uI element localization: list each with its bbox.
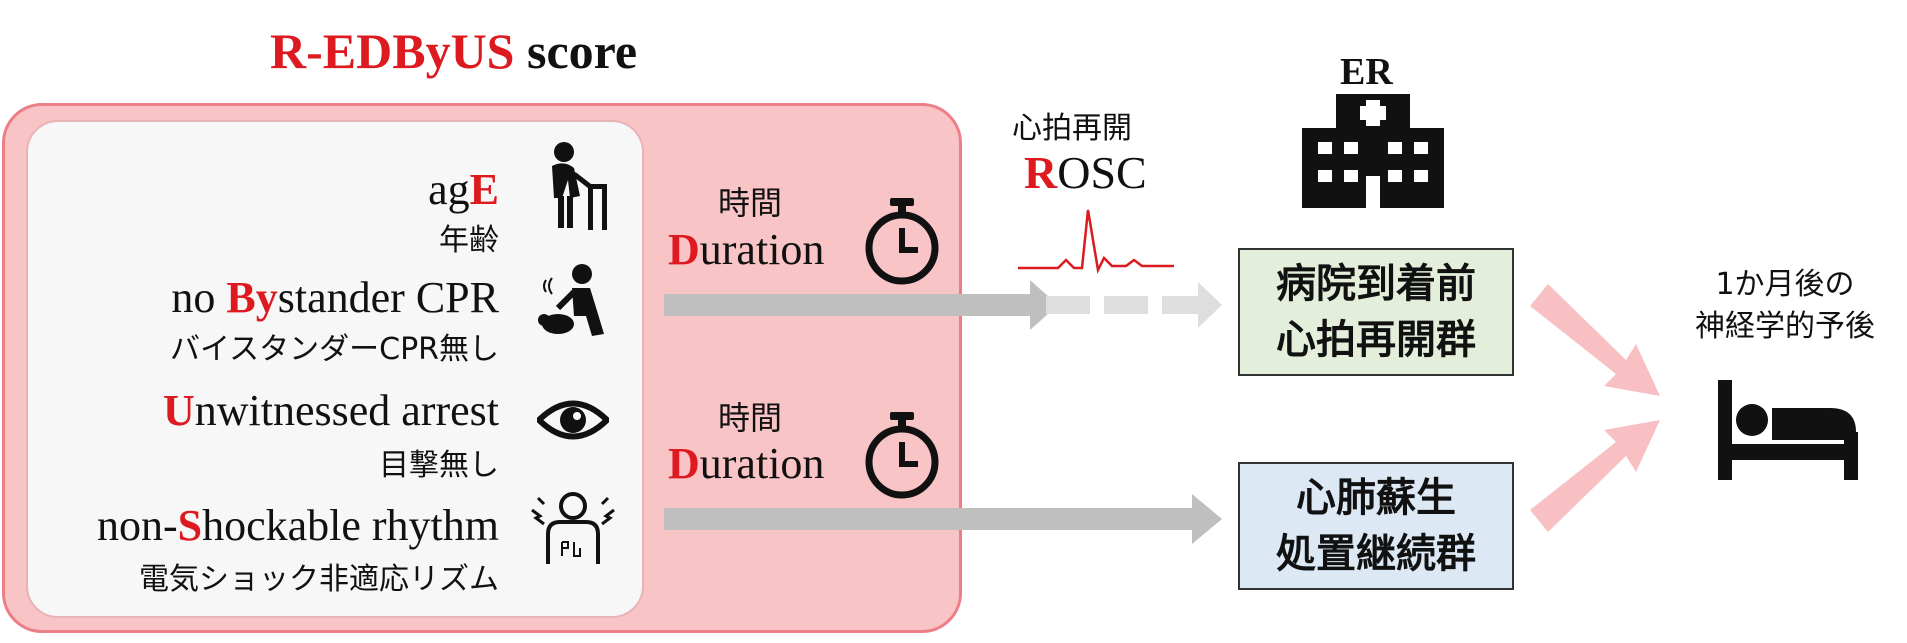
person-shock-icon bbox=[531, 492, 615, 564]
risk-factor-card bbox=[26, 120, 644, 618]
duration-label-bottom: Duration bbox=[668, 438, 824, 489]
duration-label-top: Duration bbox=[668, 224, 824, 275]
factor-highlight: E bbox=[469, 165, 499, 214]
factor-highlight: S bbox=[177, 501, 203, 550]
factor-text: no bbox=[171, 273, 227, 322]
factor-unwitnessed-ja: 目撃無し bbox=[379, 448, 499, 483]
rosc-highlight: R bbox=[1024, 147, 1058, 198]
group-line: 心肺蘇生 bbox=[1296, 475, 1456, 521]
diagram-title: R-EDByUS score bbox=[270, 22, 730, 80]
duration-highlight: D bbox=[668, 439, 700, 488]
factor-text: stander CPR bbox=[277, 273, 499, 322]
cpr-icon bbox=[538, 264, 604, 336]
hospital-icon bbox=[1302, 94, 1444, 208]
factor-bystander-ja: バイスタンダーCPR無し bbox=[170, 332, 499, 367]
arrow-duration-to-cpr-group bbox=[664, 494, 1222, 544]
factor-text: ag bbox=[428, 165, 470, 214]
factor-highlight: By bbox=[226, 273, 278, 322]
er-label: ER bbox=[1340, 51, 1393, 93]
stopwatch-icon bbox=[865, 198, 939, 285]
factor-unwitnessed-label: Unwitnessed arrest bbox=[163, 385, 499, 436]
prognosis-line: 神経学的予後 bbox=[1695, 309, 1875, 344]
factor-text: nwitnessed arrest bbox=[194, 386, 499, 435]
eye-icon bbox=[537, 400, 609, 440]
group-line: 処置継続群 bbox=[1276, 531, 1476, 577]
prehospital-rosc-group-box: 病院到着前 心拍再開群 bbox=[1238, 248, 1514, 376]
factor-age-ja: 年齢 bbox=[439, 223, 499, 258]
duration-text: uration bbox=[699, 439, 825, 488]
rosc-label: ROSC bbox=[1024, 146, 1147, 199]
arrow-rosc-group-to-prognosis bbox=[1530, 284, 1660, 396]
factor-nonshockable-ja: 電気ショック非適応リズム bbox=[139, 562, 499, 597]
title-score-name: R-EDByUS bbox=[270, 23, 515, 79]
factor-text: non- bbox=[96, 501, 178, 550]
arrow-rosc-to-group-dashed bbox=[1046, 282, 1222, 328]
factor-bystander-label: no Bystander CPR bbox=[171, 272, 499, 323]
arrow-duration-to-rosc bbox=[664, 280, 1058, 330]
title-score-word: score bbox=[514, 23, 638, 79]
duration-ja-bottom: 時間 bbox=[718, 399, 783, 437]
duration-highlight: D bbox=[668, 225, 700, 274]
ongoing-cpr-group-box: 心肺蘇生 処置継続群 bbox=[1238, 462, 1514, 590]
factor-text: hockable rhythm bbox=[202, 501, 499, 550]
factor-highlight: U bbox=[162, 386, 195, 435]
factor-age-label: agE bbox=[428, 164, 499, 215]
heartbeat-icon bbox=[1018, 209, 1174, 274]
stopwatch-icon bbox=[865, 412, 939, 499]
rosc-text: OSC bbox=[1057, 147, 1147, 198]
duration-ja-top: 時間 bbox=[718, 184, 783, 222]
neurological-outcome-label: 1か月後の 神経学的予後 bbox=[1665, 264, 1905, 348]
prognosis-line: 1か月後の bbox=[1715, 267, 1855, 302]
group-line: 心拍再開群 bbox=[1276, 317, 1476, 363]
arrow-cpr-group-to-prognosis bbox=[1530, 420, 1660, 532]
rosc-ja: 心拍再開 bbox=[1012, 111, 1132, 146]
factor-nonshockable-label: non-Shockable rhythm bbox=[97, 500, 499, 551]
group-line: 病院到着前 bbox=[1276, 261, 1476, 307]
elderly-walker-icon bbox=[552, 142, 607, 230]
duration-text: uration bbox=[699, 225, 825, 274]
bed-icon bbox=[1718, 380, 1858, 480]
